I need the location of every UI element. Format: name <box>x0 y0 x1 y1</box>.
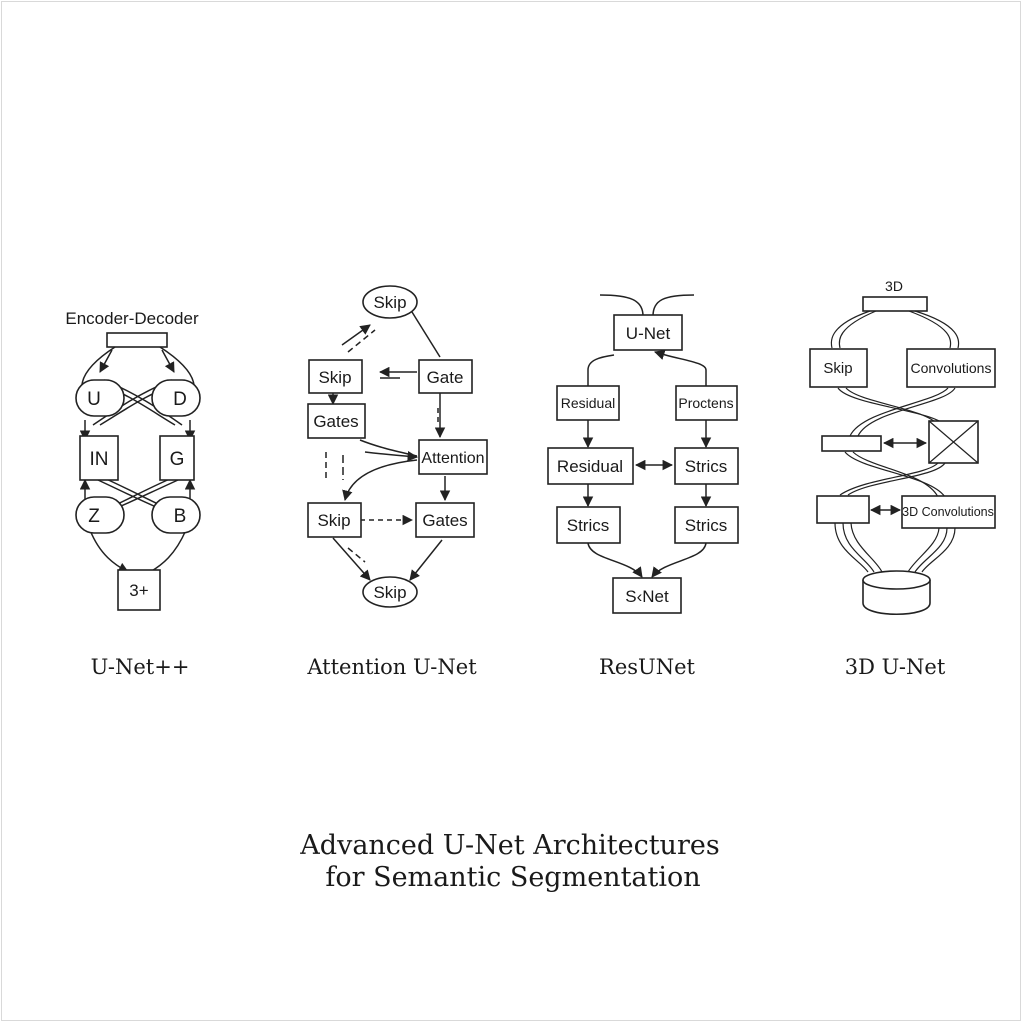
resunet-caption: ResUNet <box>599 655 696 679</box>
unet3d-node-3d-convolutions-label: 3D Convolutions <box>902 505 994 519</box>
resunet-node-strics-left <box>556 506 621 544</box>
attention-node-skip-left-label: Skip <box>318 368 351 387</box>
unet3d-node-convolutions <box>906 348 996 388</box>
unet3d-node-convolutions-label: Convolutions <box>911 360 992 376</box>
attention-node-gates-low <box>415 502 475 538</box>
unetpp-node-out-label: 3+ <box>129 581 148 600</box>
unetpp-node-out <box>117 569 161 611</box>
unet3d-cylinder-output <box>862 570 931 616</box>
attention-node-gate <box>418 359 473 394</box>
unet3d-label: 3D <box>885 278 903 294</box>
unetpp-node-d <box>151 379 201 417</box>
resunet-node-snet-label: S‹Net <box>625 587 669 606</box>
unetpp-node-u-label: U <box>87 389 101 410</box>
resunet-node-proctens-label: Proctens <box>678 395 733 411</box>
unetpp-top-block <box>106 332 168 348</box>
resunet-node-strics-right-label: Strics <box>685 516 728 535</box>
resunet-node-strics-right <box>674 506 739 544</box>
resunet-diagram: U-Net Residual Proctens Residual Strics … <box>547 294 739 679</box>
unetpp-node-d-label: D <box>173 389 187 410</box>
unet3d-node-3d-convolutions <box>901 495 996 529</box>
resunet-node-residual-mid <box>547 447 634 485</box>
unetpp-node-b <box>151 496 201 534</box>
unet3d-top-block <box>862 296 928 312</box>
resunet-node-strics-left-label: Strics <box>567 516 610 535</box>
resunet-node-strics-mid-label: Strics <box>685 457 728 476</box>
attention-unet-diagram: Skip Skip Gate Gates Attention Skip Gate… <box>306 285 488 679</box>
attention-node-skip-low-label: Skip <box>317 511 350 530</box>
unet3d-cube-cross <box>928 420 979 464</box>
unetpp-node-g <box>159 435 195 481</box>
unetpp-node-g-label: G <box>170 449 185 470</box>
unetpp-node-in-label: IN <box>90 449 109 470</box>
resunet-node-proctens <box>675 385 738 421</box>
unet3d-node-skip <box>809 348 868 388</box>
unet3d-caption: 3D U-Net <box>845 655 946 679</box>
resunet-node-residual-left-label: Residual <box>561 395 615 411</box>
attention-node-skip-bottom <box>362 576 418 608</box>
resunet-node-unet-label: U-Net <box>626 324 671 343</box>
unet3d-node-skip-label: Skip <box>823 360 852 377</box>
attention-node-attention-label: Attention <box>421 450 484 467</box>
attention-node-gates-left <box>307 403 366 439</box>
unetpp-node-z-label: Z <box>88 506 100 527</box>
attention-node-skip-top <box>362 285 418 319</box>
unetpp-node-b-label: B <box>174 506 187 527</box>
unetpp-node-in <box>79 435 119 481</box>
unet3d-diagram: 3D Skip Convolutions 3D Convolutions <box>809 278 996 679</box>
figure-title: Advanced U-Net Architectures for Semanti… <box>299 830 719 893</box>
unetpp-caption: U-Net++ <box>91 655 190 679</box>
unetpp-diagram: Encoder-Decoder U D IN G Z B 3+ <box>65 309 201 679</box>
unet3d-block-left <box>821 435 882 452</box>
title-line-1: Advanced U-Net Architectures <box>299 830 719 861</box>
attention-caption: Attention U-Net <box>306 655 477 679</box>
attention-node-skip-bottom-label: Skip <box>373 583 406 602</box>
attention-node-gates-low-label: Gates <box>422 511 467 530</box>
resunet-node-snet <box>612 577 682 614</box>
resunet-node-residual-mid-label: Residual <box>557 457 623 476</box>
resunet-node-unet <box>613 314 683 351</box>
title-line-2: for Semantic Segmentation <box>325 862 700 893</box>
unetpp-node-u <box>75 379 125 417</box>
attention-node-attention <box>418 439 488 475</box>
unet3d-block-low <box>816 495 870 524</box>
attention-node-gates-left-label: Gates <box>313 412 358 431</box>
resunet-node-residual-left <box>556 385 620 421</box>
unetpp-label: Encoder-Decoder <box>65 309 199 328</box>
attention-node-skip-low <box>307 502 362 538</box>
attention-node-skip-top-label: Skip <box>373 293 406 312</box>
resunet-node-strics-mid <box>674 447 739 485</box>
attention-node-gate-label: Gate <box>427 368 464 387</box>
unetpp-node-z <box>75 496 125 534</box>
attention-node-skip-left <box>308 359 363 394</box>
